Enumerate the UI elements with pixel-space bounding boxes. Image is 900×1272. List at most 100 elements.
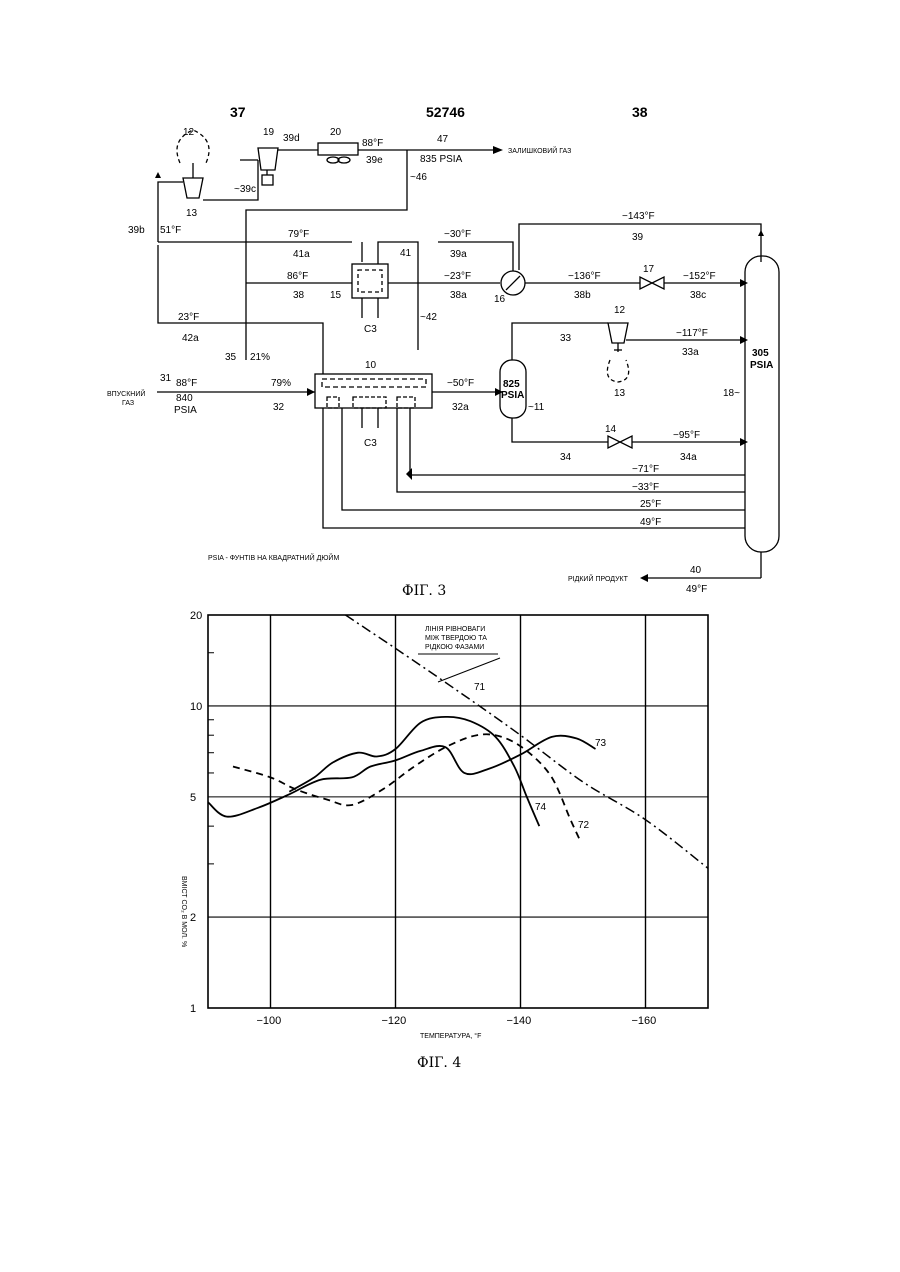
label-10: 10 bbox=[365, 360, 377, 371]
label-39c: ~39c bbox=[234, 184, 256, 195]
label-20: 20 bbox=[330, 127, 342, 138]
label-32a: 32a bbox=[452, 402, 469, 413]
annotation-line-3: РІДКОЮ ФАЗАМИ bbox=[425, 644, 484, 651]
label-minus33f: −33°F bbox=[632, 482, 659, 493]
label-51f: 51°F bbox=[160, 225, 181, 236]
label-33a: 33a bbox=[682, 347, 699, 358]
label-39e: 39e bbox=[366, 155, 383, 166]
label-42: ~42 bbox=[420, 312, 437, 323]
label-c3-b: C3 bbox=[364, 438, 377, 449]
co2-content-chart: −100 −120 −140 −160 1 2 5 10 20 ЛІНІЯ РІВНОВАГИ … bbox=[0, 600, 900, 1060]
label-39: 39 bbox=[632, 232, 644, 243]
label-minus50f: −50°F bbox=[447, 378, 474, 389]
label-86f: 86°F bbox=[287, 271, 308, 282]
label-41: 41 bbox=[400, 248, 412, 259]
label-49f: 49°F bbox=[640, 517, 661, 528]
label-minus136f: −136°F bbox=[568, 271, 601, 282]
figure-3-caption: ФІГ. 3 bbox=[402, 583, 446, 599]
label-825-psia: PSIA bbox=[501, 390, 524, 401]
label-38c: 38c bbox=[690, 290, 706, 301]
expander-12 bbox=[608, 323, 628, 343]
label-49f-product: 49°F bbox=[686, 584, 707, 595]
cooler-20 bbox=[318, 143, 358, 155]
annotation-line-1: ЛІНІЯ РІВНОВАГИ bbox=[425, 626, 485, 633]
x-axis-label: ТЕМПЕРАТУРА, °F bbox=[420, 1032, 481, 1040]
figure-4-caption: ФІГ. 4 bbox=[417, 1055, 461, 1071]
label-38: 38 bbox=[293, 290, 305, 301]
label-825: 825 bbox=[503, 379, 520, 390]
label-40: 40 bbox=[690, 565, 702, 576]
series-line-71 bbox=[346, 615, 709, 868]
x-tick-label: −120 bbox=[382, 1015, 407, 1027]
label-840-psia: PSIA bbox=[174, 405, 197, 416]
label-305-psia: PSIA bbox=[750, 360, 773, 371]
label-23f: 23°F bbox=[178, 312, 199, 323]
fan-icon bbox=[327, 157, 339, 163]
label-21pct: 21% bbox=[250, 352, 270, 363]
valve-17 bbox=[640, 277, 664, 289]
label-minus117f: −117°F bbox=[676, 328, 708, 339]
label-12: 12 bbox=[614, 305, 626, 316]
label-minus23f: −23°F bbox=[444, 271, 471, 282]
y-tick-label: 20 bbox=[190, 610, 202, 622]
label-31: 31 bbox=[160, 373, 172, 384]
y-tick-label: 2 bbox=[190, 912, 196, 924]
label-18: 18~ bbox=[723, 388, 740, 399]
compressor-12-top bbox=[183, 178, 203, 198]
label-minus152f: −152°F bbox=[683, 271, 716, 282]
label-minus95f: −95°F bbox=[673, 430, 700, 441]
label-11: ~11 bbox=[528, 402, 545, 413]
annotation-line-2: МІЖ ТВЕРДОЮ ТА bbox=[425, 635, 487, 642]
label-13: 13 bbox=[614, 388, 626, 399]
label-79f: 79°F bbox=[288, 229, 309, 240]
residue-gas-label: ЗАЛИШКОВИЙ ГАЗ bbox=[508, 146, 571, 155]
compressor-19 bbox=[258, 148, 278, 170]
label-14: 14 bbox=[605, 424, 617, 435]
label-34: 34 bbox=[560, 452, 572, 463]
liquid-product-label: РІДКИЙ ПРОДУКТ bbox=[568, 574, 629, 583]
label-19: 19 bbox=[263, 127, 275, 138]
curve-label-72: 72 bbox=[578, 820, 590, 831]
label-39d: 39d bbox=[283, 133, 300, 144]
x-tick-label: −160 bbox=[632, 1015, 657, 1027]
curve-label-73: 73 bbox=[595, 738, 607, 749]
inlet-gas-label-2: ГАЗ bbox=[122, 400, 134, 407]
valve-14 bbox=[608, 436, 632, 448]
label-42a: 42a bbox=[182, 333, 199, 344]
driver-19 bbox=[262, 175, 273, 185]
label-41a: 41a bbox=[293, 249, 310, 260]
label-39a: 39a bbox=[450, 249, 467, 260]
label-39b: 39b bbox=[128, 225, 145, 236]
label-305: 305 bbox=[752, 348, 769, 359]
label-88-top: 88°F bbox=[362, 138, 383, 149]
label-35: 35 bbox=[225, 352, 237, 363]
label-25f: 25°F bbox=[640, 499, 661, 510]
label-79pct: 79% bbox=[271, 378, 291, 389]
y-tick-label: 5 bbox=[190, 792, 196, 804]
label-88f: 88°F bbox=[176, 378, 197, 389]
label-c3-a: C3 bbox=[364, 324, 377, 335]
label-minus30f: −30°F bbox=[444, 229, 471, 240]
process-flow-diagram: 12 19 39d 20 88°F 47 835 PSIA 39e ЗАЛИШК… bbox=[0, 0, 900, 610]
label-17: 17 bbox=[643, 264, 655, 275]
y-axis-label: ВМІСТ CO₂ В МОЛ. % bbox=[180, 876, 187, 947]
distillation-column-18 bbox=[745, 256, 779, 552]
inlet-gas-label-1: ВПУСКНИЙ bbox=[107, 389, 145, 398]
label-16: 16 bbox=[494, 294, 506, 305]
label-47: 47 bbox=[437, 134, 449, 145]
label-835-psia: 835 PSIA bbox=[420, 154, 463, 165]
label-minus71f: −71°F bbox=[632, 464, 659, 475]
label-38b: 38b bbox=[574, 290, 591, 301]
label-12-top: 12 bbox=[183, 127, 195, 138]
x-tick-label: −140 bbox=[507, 1015, 532, 1027]
curve-label-71: 71 bbox=[474, 682, 486, 693]
solid-liquid-equilibrium-annotation: ЛІНІЯ РІВНОВАГИ МІЖ ТВЕРДОЮ ТА РІДКОЮ ФА… bbox=[418, 626, 500, 682]
y-tick-label: 1 bbox=[190, 1003, 196, 1015]
label-minus143f: −143°F bbox=[622, 211, 655, 222]
y-tick-label: 10 bbox=[190, 701, 202, 713]
label-34a: 34a bbox=[680, 452, 697, 463]
label-33: 33 bbox=[560, 333, 572, 344]
label-840: 840 bbox=[176, 393, 193, 404]
x-tick-label: −100 bbox=[257, 1015, 282, 1027]
